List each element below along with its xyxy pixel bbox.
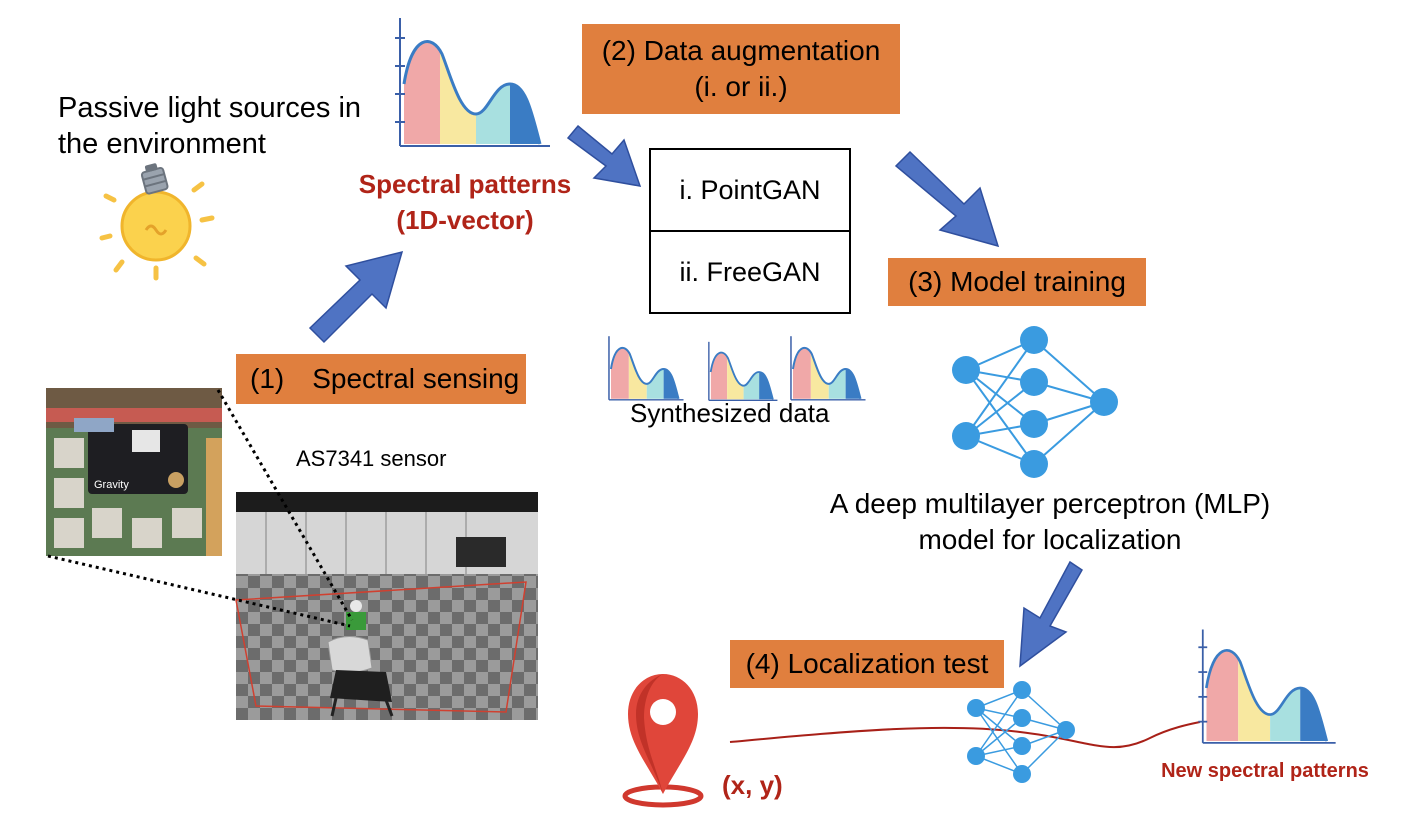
synth-spectrum-2-icon bbox=[708, 341, 778, 402]
new-spectrum-chart-icon bbox=[1198, 629, 1336, 744]
synth-spectrum-3-icon bbox=[790, 336, 866, 401]
new-spectral-patterns-label: New spectral patterns bbox=[1161, 760, 1369, 782]
small-neural-network-icon bbox=[967, 681, 1075, 783]
light-source-caption: Passive light sources in the environment bbox=[58, 92, 362, 160]
model-training-box: (3) Model training bbox=[888, 258, 1146, 306]
board-gravity-label: Gravity bbox=[94, 479, 129, 491]
freegan-box: ii. FreeGAN bbox=[649, 230, 851, 314]
freegan-label: ii. FreeGAN bbox=[679, 256, 821, 287]
pointgan-label: i. PointGAN bbox=[679, 174, 821, 205]
sensor-board-photo: Gravity bbox=[46, 388, 222, 556]
location-pin-icon bbox=[622, 674, 704, 808]
neural-network-icon bbox=[952, 326, 1118, 478]
localization-test-box: (4) Localization test bbox=[730, 640, 1004, 688]
spectral-patterns-label: Spectral patterns (1D-vector) bbox=[358, 169, 572, 235]
coordinates-label: (x, y) bbox=[722, 770, 783, 800]
synth-spectrum-1-icon bbox=[608, 336, 684, 401]
mlp-caption: A deep multilayer perceptron (MLP) model… bbox=[829, 488, 1271, 555]
light-bulb-icon bbox=[99, 163, 215, 281]
synthesized-data-label: Synthesized data bbox=[630, 398, 830, 428]
spectrum-chart-icon bbox=[395, 18, 550, 147]
data-augmentation-box: (2) Data augmentation (i. or ii.) bbox=[582, 24, 900, 114]
pointgan-box: i. PointGAN bbox=[649, 148, 851, 232]
